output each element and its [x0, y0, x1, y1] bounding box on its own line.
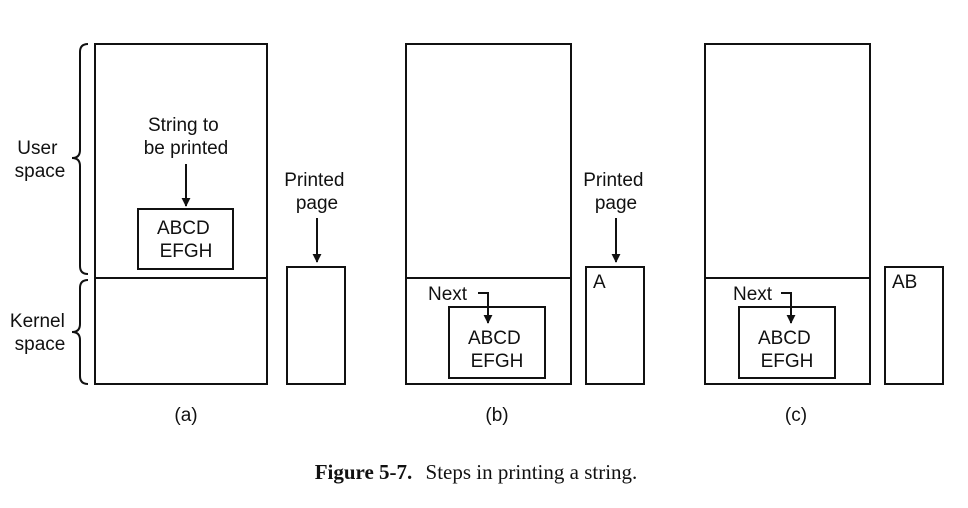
next-pointer-arrow-b: [478, 292, 493, 324]
string-content-b-line1: ABCD: [468, 328, 521, 349]
figure-caption-text: Steps in printing a string.: [426, 460, 638, 484]
printed-page-label-b: Printed page: [583, 170, 648, 214]
memory-box-b: [405, 43, 572, 385]
panel-b: Next ABCD EFGH Printed page A (b): [405, 43, 648, 426]
string-content-a: ABCD EFGH: [157, 218, 215, 262]
printed-page-label-a: Printed page: [284, 170, 349, 214]
printed-page-label-b-line1: Printed: [583, 170, 643, 191]
next-pointer-label-b: Next: [428, 284, 468, 305]
kernel-space-brace: [71, 279, 89, 385]
panel-label-a: (a): [174, 405, 197, 426]
panel-label-b: (b): [485, 405, 508, 426]
next-pointer-label-c: Next: [733, 284, 773, 305]
panel-label-c: (c): [785, 405, 807, 426]
memory-box-c: [704, 43, 871, 385]
next-pointer-arrow-c: [781, 292, 796, 324]
panel-c: Next ABCD EFGH AB (c): [704, 43, 944, 426]
string-content-c-line2: EFGH: [761, 351, 814, 372]
printed-page-b: [585, 266, 645, 385]
string-content-a-line2: EFGH: [160, 241, 213, 262]
user-space-label-line1: User: [17, 138, 58, 159]
string-content-b-line2: EFGH: [471, 351, 524, 372]
printed-page-c: [884, 266, 944, 385]
string-buffer-b: [448, 306, 546, 379]
figure-number: Figure 5-7.: [315, 460, 413, 484]
string-label-line2: be printed: [144, 138, 229, 159]
printed-page-a: [286, 266, 346, 385]
printed-page-label-b-line2: page: [595, 193, 637, 214]
string-to-be-printed-label: String to be printed: [144, 115, 229, 159]
kernel-space-label-line2: space: [15, 334, 66, 355]
figure-caption: Figure 5-7. Steps in printing a string.: [315, 460, 638, 484]
printed-page-label-a-line2: page: [296, 193, 338, 214]
user-space-label: User space: [15, 138, 66, 182]
user-space-brace: [71, 43, 89, 275]
string-content-a-line1: ABCD: [157, 218, 210, 239]
string-content-c: ABCD EFGH: [758, 328, 816, 372]
memory-box-a: [94, 43, 268, 385]
printed-content-b: A: [593, 272, 606, 293]
printed-page-label-a-line1: Printed: [284, 170, 344, 191]
kernel-space-label: Kernel space: [10, 311, 70, 355]
string-content-c-line1: ABCD: [758, 328, 811, 349]
string-buffer-a: [137, 208, 234, 270]
string-label-line1: String to: [148, 115, 219, 136]
user-space-label-line2: space: [15, 161, 66, 182]
panel-a: String to be printed ABCD EFGH Printed p…: [94, 43, 349, 426]
string-buffer-c: [738, 306, 836, 379]
printed-content-c: AB: [892, 272, 917, 293]
string-content-b: ABCD EFGH: [468, 328, 526, 372]
kernel-space-label-line1: Kernel: [10, 311, 65, 332]
